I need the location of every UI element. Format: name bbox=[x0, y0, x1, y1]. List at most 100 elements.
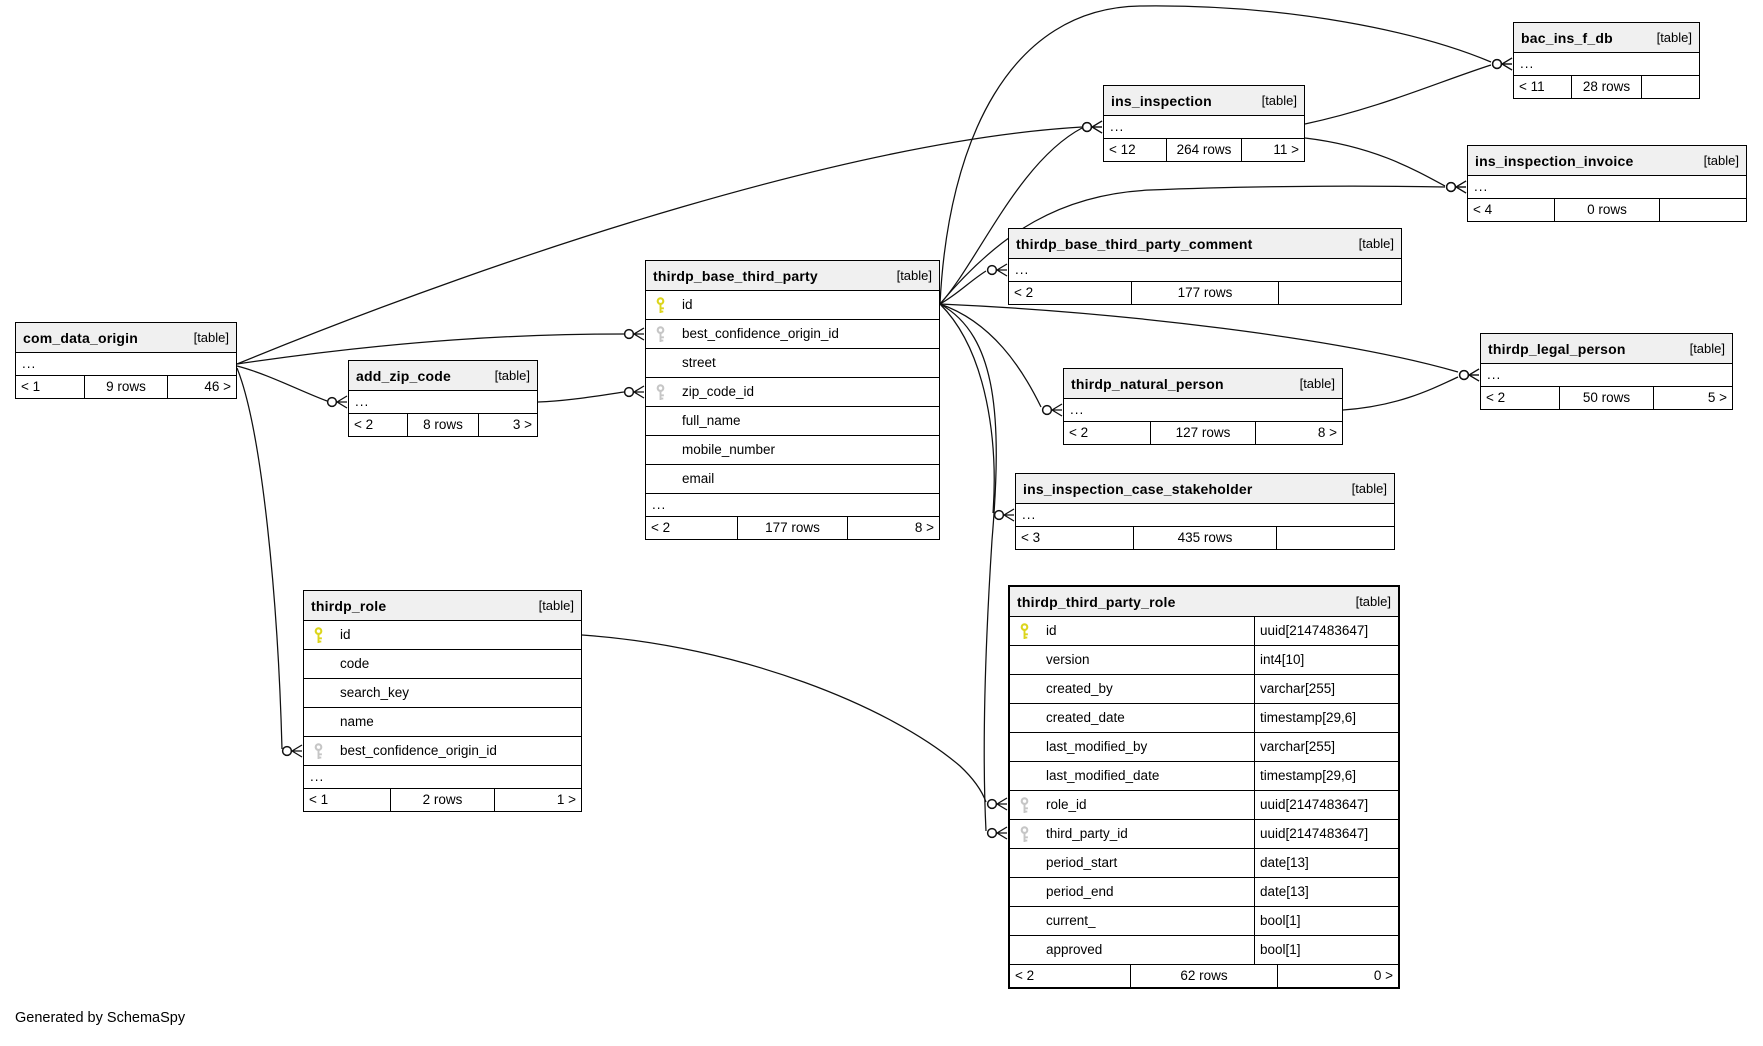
column-type: uuid[2147483647] bbox=[1254, 791, 1398, 819]
column-name: code bbox=[340, 656, 370, 672]
table-name: thirdp_third_party_role bbox=[1017, 593, 1176, 610]
crow-foot-connector bbox=[986, 826, 1008, 840]
column-row-email: email bbox=[646, 465, 939, 494]
column-name: third_party_id bbox=[1046, 826, 1128, 842]
table-header-add_zip_code[interactable]: add_zip_code[table] bbox=[349, 361, 537, 391]
crow-foot-connector bbox=[623, 327, 645, 341]
crow-foot-connector bbox=[1081, 120, 1103, 134]
row-count: 2 rows bbox=[389, 789, 496, 811]
column-type: timestamp[29,6] bbox=[1254, 704, 1398, 732]
column-row-search_key: search_key bbox=[304, 679, 581, 708]
column-row-id: id bbox=[304, 621, 581, 650]
parent-count: < 2 bbox=[651, 520, 671, 536]
table-header-thirdp_base_third_party[interactable]: thirdp_base_third_party[table] bbox=[646, 261, 939, 291]
table-stats-row: < 3 435 rows bbox=[1016, 527, 1394, 549]
column-type: int4[10] bbox=[1254, 646, 1398, 674]
relationship-edge bbox=[939, 127, 1083, 305]
elided-columns-row: ... bbox=[646, 494, 939, 517]
table-name: thirdp_base_third_party_comment bbox=[1016, 235, 1253, 252]
column-name: id bbox=[340, 627, 351, 643]
parent-count: < 1 bbox=[21, 379, 41, 395]
row-count: 435 rows bbox=[1133, 527, 1277, 549]
column-row-mobile_number: mobile_number bbox=[646, 436, 939, 465]
child-count bbox=[1277, 527, 1394, 549]
column-name: period_end bbox=[1046, 884, 1114, 900]
table-tag: [table] bbox=[1261, 93, 1297, 108]
table-header-thirdp_role[interactable]: thirdp_role[table] bbox=[304, 591, 581, 621]
table-name: ins_inspection_case_stakeholder bbox=[1023, 480, 1253, 497]
table-ins_inspection_case_stakeholder: ins_inspection_case_stakeholder[table]..… bbox=[1015, 473, 1395, 550]
column-name: current_ bbox=[1046, 913, 1096, 929]
relationship-edge bbox=[939, 303, 1459, 373]
parent-count: < 4 bbox=[1473, 202, 1493, 218]
table-tag: [table] bbox=[1703, 153, 1739, 168]
child-count bbox=[1642, 76, 1699, 98]
crow-foot-connector bbox=[1041, 403, 1063, 417]
table-header-ins_inspection_case_stakeholder[interactable]: ins_inspection_case_stakeholder [table] bbox=[1016, 474, 1394, 504]
column-name: best_confidence_origin_id bbox=[340, 743, 497, 759]
column-type: timestamp[29,6] bbox=[1254, 762, 1398, 790]
column-row-full_name: full_name bbox=[646, 407, 939, 436]
parent-count: < 1 bbox=[309, 792, 329, 808]
parent-count: < 2 bbox=[1015, 968, 1035, 984]
row-count: 177 rows bbox=[736, 517, 849, 539]
elided-columns-row: ... bbox=[1064, 399, 1342, 422]
child-count bbox=[1660, 199, 1746, 221]
row-count: 177 rows bbox=[1130, 282, 1280, 304]
elided-columns-row: ... bbox=[1104, 116, 1304, 139]
relationship-edge bbox=[236, 365, 328, 402]
table-tag: [table] bbox=[1351, 481, 1387, 496]
table-header-thirdp_base_third_party_comment[interactable]: thirdp_base_third_party_comment [table] bbox=[1009, 229, 1401, 259]
column-name: version bbox=[1046, 652, 1090, 668]
column-name: id bbox=[682, 297, 693, 313]
table-tag: [table] bbox=[1656, 30, 1692, 45]
table-name: thirdp_natural_person bbox=[1071, 375, 1224, 392]
child-count: 0 > bbox=[1373, 968, 1393, 984]
child-count: 8 > bbox=[1317, 425, 1337, 441]
column-row-name: name bbox=[304, 708, 581, 737]
table-header-thirdp_natural_person[interactable]: thirdp_natural_person[table] bbox=[1064, 369, 1342, 399]
elided-columns-row: ... bbox=[304, 766, 581, 789]
table-name: thirdp_legal_person bbox=[1488, 340, 1626, 357]
column-name: name bbox=[340, 714, 374, 730]
parent-count: < 3 bbox=[1021, 530, 1041, 546]
column-name: last_modified_by bbox=[1046, 739, 1148, 755]
table-tag: [table] bbox=[896, 268, 932, 283]
table-name: thirdp_role bbox=[311, 597, 387, 614]
table-header-thirdp_third_party_role[interactable]: thirdp_third_party_role[table] bbox=[1010, 587, 1398, 617]
column-type: varchar[255] bbox=[1254, 733, 1398, 761]
relationship-edge bbox=[537, 391, 625, 403]
table-header-ins_inspection_invoice[interactable]: ins_inspection_invoice[table] bbox=[1468, 146, 1746, 176]
row-count: 62 rows bbox=[1130, 965, 1278, 987]
table-header-thirdp_legal_person[interactable]: thirdp_legal_person [table] bbox=[1481, 334, 1732, 364]
relationship-edge bbox=[939, 270, 987, 305]
relationship-edge bbox=[236, 126, 1083, 365]
parent-count: < 2 bbox=[1486, 390, 1506, 406]
column-row-current_: current_bool[1] bbox=[1010, 907, 1398, 936]
child-count: 8 > bbox=[914, 520, 934, 536]
elided-columns-row: ... bbox=[349, 391, 537, 414]
table-header-ins_inspection[interactable]: ins_inspection[table] bbox=[1104, 86, 1304, 116]
table-tag: [table] bbox=[1358, 236, 1394, 251]
elided-columns-row: ... bbox=[1514, 53, 1699, 76]
column-name: email bbox=[682, 471, 715, 487]
crow-foot-connector bbox=[326, 395, 348, 409]
column-type: date[13] bbox=[1254, 849, 1398, 877]
row-count: 0 rows bbox=[1554, 199, 1660, 221]
table-header-com_data_origin[interactable]: com_data_origin[table] bbox=[16, 323, 236, 353]
column-row-version: version int4[10] bbox=[1010, 646, 1398, 675]
table-tag: [table] bbox=[1689, 341, 1725, 356]
table-header-bac_ins_f_db[interactable]: bac_ins_f_db[table] bbox=[1514, 23, 1699, 53]
